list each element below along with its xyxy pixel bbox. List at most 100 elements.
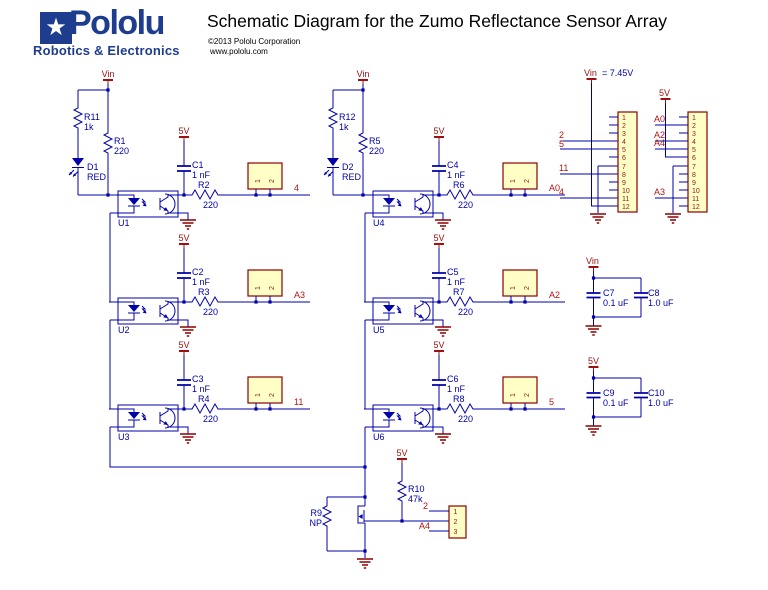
connector-2pin (247, 376, 283, 404)
ground-symbol (589, 213, 607, 224)
junction-dot (591, 276, 596, 280)
component-value: 220 (458, 414, 473, 424)
ref-designator: R8 (453, 394, 465, 404)
component-value: 220 (458, 200, 473, 210)
power-symbol (433, 350, 445, 356)
optocoupler-body (117, 404, 179, 432)
connector-pin-number: 2 (269, 286, 276, 290)
junction-dot (268, 193, 272, 197)
power-symbol (433, 136, 445, 142)
sensor-channel-u5: U5 5V C5 1 nF R7 220 1 2 A2 (364, 233, 565, 337)
transistor-arc (419, 407, 431, 429)
ref-designator: U6 (373, 432, 385, 442)
ref-designator: C1 (192, 160, 204, 170)
optocoupler-body (117, 190, 179, 218)
connector-pin-number: 2 (524, 286, 531, 290)
junction-dot (361, 88, 365, 92)
net-label: A4 (419, 521, 430, 531)
connector-pin-number: 5 (622, 147, 626, 154)
led-triangle (383, 412, 395, 419)
lightning-arrowhead (397, 416, 402, 421)
connector-body (687, 111, 708, 213)
net-label: 5 (549, 397, 554, 407)
connector-pin-number: 12 (692, 204, 700, 211)
component-value: 220 (203, 414, 218, 424)
connector-pin-number: 2 (454, 519, 458, 526)
net-label-5v: 5V (588, 356, 599, 366)
sensor-channel-u1: U1 5V C1 1 nF R2 220 1 2 4 (109, 126, 310, 230)
component-value: 1 nF (447, 277, 466, 287)
net-label: A2 (549, 290, 560, 300)
resistor-symbol (183, 403, 233, 414)
resistor-symbol (438, 296, 488, 307)
connector-wires (429, 510, 449, 532)
copyright-text: ©2013 Pololu Corporation (208, 37, 301, 46)
ground-symbol (179, 219, 197, 230)
ref-designator: R4 (198, 394, 210, 404)
wires (77, 84, 110, 196)
transistor-arc (164, 407, 176, 429)
resistor-symbol (358, 127, 368, 161)
optocoupler-wires (364, 408, 444, 434)
emitter-arrowhead (418, 314, 423, 318)
led-symbol (323, 157, 340, 177)
component-value: 0.1 uF (603, 398, 629, 408)
junction-dot (106, 193, 110, 197)
junction-dot (591, 415, 596, 419)
lightning-arrowhead (142, 416, 147, 421)
ref-designator: U4 (373, 218, 385, 228)
connector-body (617, 111, 638, 213)
component-value: 0.1 uF (603, 298, 629, 308)
resistor-symbol (438, 189, 488, 200)
junction-dot (268, 407, 272, 411)
np-resistor-wires (326, 496, 366, 558)
connector-2pin (247, 269, 283, 297)
ref-designator: U5 (373, 325, 385, 335)
connector-pin-number: 1 (622, 115, 626, 122)
ref-designator: C7 (603, 288, 615, 298)
mosfet-arrow (358, 514, 363, 519)
led-chain-wires (109, 213, 366, 506)
ground-symbol (179, 433, 197, 444)
component-value: 1 nF (192, 384, 211, 394)
lightning-arrowhead (142, 202, 147, 207)
component-value: 220 (114, 146, 129, 156)
connector-pin-number: 2 (269, 179, 276, 183)
connector-2pin (502, 376, 538, 404)
connector-pin-number: 2 (269, 393, 276, 397)
net-label-5v: 5V (659, 88, 670, 98)
junction-dot (591, 315, 596, 319)
net-label-vin: Vin (102, 69, 115, 79)
connector-pin-number: 6 (622, 155, 626, 162)
emitter-arrowhead (163, 207, 168, 211)
net-label: A0 (654, 114, 665, 124)
ref-designator: U2 (118, 325, 130, 335)
connector-pin-number: 1 (692, 115, 696, 122)
led-triangle (128, 198, 140, 205)
resistor-symbol (103, 127, 113, 161)
connector-pin-number: 2 (524, 179, 531, 183)
capacitor-symbol (432, 379, 446, 386)
net-label: 2 (423, 501, 428, 511)
net-label-5v: 5V (178, 126, 189, 136)
optocoupler-body (372, 404, 434, 432)
ref-designator: U1 (118, 218, 130, 228)
connector-pin-number: 12 (622, 204, 630, 211)
power-symbol (178, 243, 190, 249)
junction-dot (363, 465, 367, 469)
resistor-symbol (397, 475, 407, 509)
connector-pin-number: 1 (454, 509, 458, 516)
connector-pin-number: 9 (692, 180, 696, 187)
ref-designator: R12 (339, 112, 356, 122)
ground-symbol (434, 326, 452, 337)
ref-designator: C2 (192, 267, 204, 277)
transistor-arc (164, 300, 176, 322)
ground-symbol (179, 326, 197, 337)
ref-designator: R7 (453, 287, 465, 297)
power-symbol (102, 79, 114, 85)
connector-2pin (247, 162, 283, 190)
connector-pin-number: 3 (454, 529, 458, 536)
junction-dot (400, 519, 404, 523)
connector-pin-number: 11 (692, 196, 699, 203)
ground-symbol (434, 433, 452, 444)
